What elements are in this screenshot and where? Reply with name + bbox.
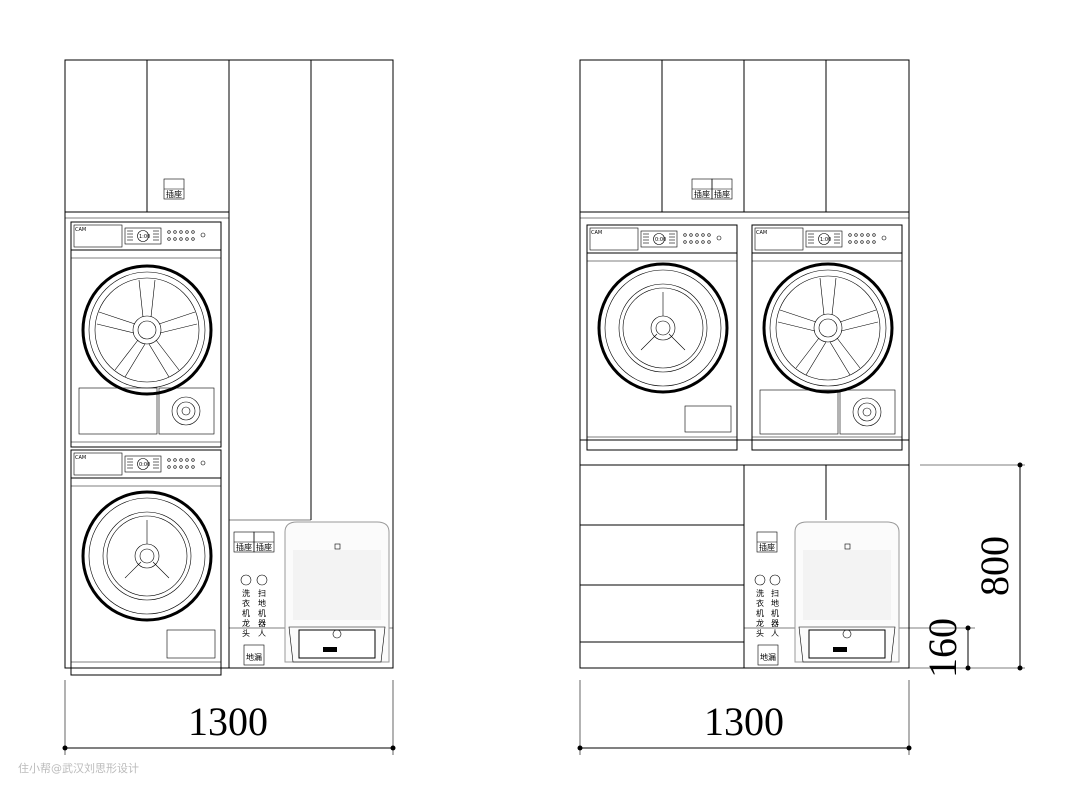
outlet-pair-left: 插座 插座 [233,531,275,553]
outlet-top-left: 插座 [163,178,185,200]
timer-display: 0:00 [655,237,666,243]
dimension-width-left: 1300 [62,680,396,755]
brand-label: CAM [756,230,767,236]
robot-valve-4: 器 [771,619,779,628]
timer-display: 1:00 [820,237,831,243]
robot-vacuum-station-right [794,521,900,663]
brand-label: CAM [75,227,86,233]
floor-drain-label: 地漏 [760,652,776,662]
height-800-label: 800 [972,536,1017,596]
dimension-height-right: 800 160 [909,462,1025,678]
washer-valve-1: 洗 [756,588,764,598]
washer-valve-2: 衣 [242,598,250,608]
outlet-label: 插座 [256,542,272,552]
robot-valve-5: 人 [771,629,779,638]
washer-valve-3: 机 [242,608,250,618]
outlet-label: 插座 [166,189,182,199]
washer-valve-1: 洗 [242,588,250,598]
outlet-label: 插座 [694,189,710,199]
brand-label: CAM [75,455,86,461]
timer-display: 0:00 [139,462,150,468]
outlet-label: 插座 [759,542,775,552]
robot-valve-3: 机 [258,608,266,618]
robot-valve-2: 地 [771,598,779,608]
washer-bottom-left: CAM 0:00 [70,449,222,676]
dimension-width-right: 1300 [577,680,912,755]
washer-valve-5: 头 [242,628,250,638]
robot-valve-4: 器 [258,619,266,628]
outlet-right: 插座 [756,531,778,553]
robot-valve-5: 人 [258,629,266,638]
right-elevation: 插座 插座 CAM 0:00 CAM 1:00 插座 [577,59,1025,755]
height-160-label: 160 [920,618,965,678]
floor-drain-label: 地漏 [246,652,262,662]
robot-valve-1: 扫 [258,588,266,598]
dryer-right: CAM 1:00 [751,224,903,451]
outlet-pair-top-right: 插座 插座 [691,178,733,200]
outlet-label: 插座 [236,542,252,552]
robot-valve-1: 扫 [771,588,779,598]
washer-right: CAM 0:00 [586,224,738,451]
robot-valve-3: 机 [771,608,779,618]
width-label: 1300 [704,699,784,744]
dryer-top-left: CAM 1:00 [70,221,222,448]
valves-right: 洗 衣 机 龙 头 扫 地 机 器 人 地漏 [754,574,781,666]
valves-left: 洗 衣 机 龙 头 扫 地 机 器 人 地漏 [240,574,268,666]
outlet-label: 插座 [714,189,730,199]
washer-valve-5: 头 [756,628,764,638]
timer-display: 1:00 [139,234,150,240]
washer-valve-4: 龙 [756,618,764,628]
washer-valve-2: 衣 [756,598,764,608]
brand-label: CAM [591,230,602,236]
watermark: 住小帮@武汉刘思形设计 [18,761,139,775]
washer-valve-3: 机 [756,608,764,618]
washer-valve-4: 龙 [242,618,250,628]
robot-valve-2: 地 [258,598,266,608]
width-label: 1300 [188,699,268,744]
robot-vacuum-station-left [284,521,390,663]
left-elevation: 插座 CAM 1:00 CAM 0:00 插 [62,59,396,755]
